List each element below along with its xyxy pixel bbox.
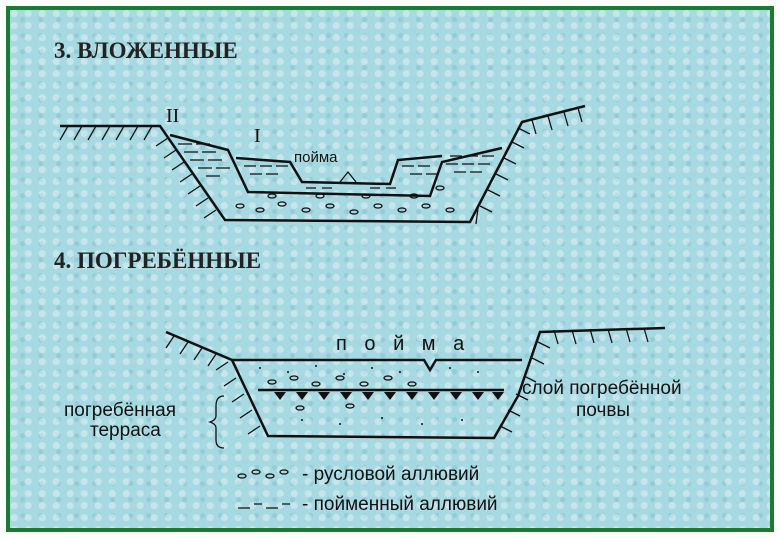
legend-channel-alluvium-symbol bbox=[237, 469, 289, 479]
terrace-2-surface bbox=[169, 133, 503, 198]
terrace-1-label: I bbox=[254, 125, 261, 147]
legend: - русловой аллювий - пойменный аллювий bbox=[237, 464, 498, 515]
channel-alluvium-pebbles bbox=[235, 185, 455, 215]
section-4-floodplain-label: п о й м а bbox=[336, 333, 470, 355]
legend-floodplain-alluvium-symbol bbox=[238, 503, 290, 509]
right-slope-hatch bbox=[479, 107, 583, 213]
legend-floodplain-alluvium: - пойменный аллювий bbox=[302, 494, 498, 515]
slide-frame: 3. ВЛОЖЕННЫЕ II I пойма bbox=[6, 6, 774, 532]
section-3-floodplain-label: пойма bbox=[294, 149, 338, 166]
buried-soil-label-line2: почвы bbox=[576, 400, 630, 421]
floodplain-stipple bbox=[259, 365, 479, 425]
floodplain-alluvium-hatch bbox=[178, 143, 494, 189]
terrace-brace bbox=[207, 395, 225, 449]
buried-soil-layer bbox=[274, 392, 504, 400]
buried-floodplain-surface bbox=[232, 358, 522, 373]
buried-channel-pebbles bbox=[267, 375, 417, 411]
buried-terrace-label-line2: терраса bbox=[90, 420, 161, 441]
left-slope-hatch-4 bbox=[165, 335, 261, 435]
section-4-title: 4. ПОГРЕБЁННЫЕ bbox=[54, 248, 261, 273]
nested-terraces-profile bbox=[59, 104, 586, 225]
terrace-1-surface bbox=[235, 154, 443, 186]
buried-terrace-label-line1: погребённая bbox=[64, 400, 176, 421]
right-slope-hatch-4 bbox=[499, 327, 649, 433]
terrace-diagram: 3. ВЛОЖЕННЫЕ II I пойма bbox=[54, 38, 682, 515]
terrace-2-label: II bbox=[166, 105, 179, 127]
valley-outline bbox=[60, 104, 586, 224]
legend-channel-alluvium: - русловой аллювий bbox=[302, 464, 479, 485]
section-3-title: 3. ВЛОЖЕННЫЕ bbox=[54, 38, 238, 63]
floodplain-channel bbox=[339, 170, 357, 183]
buried-soil-label-line1: слой погребённой bbox=[522, 378, 682, 399]
left-slope-hatch bbox=[59, 125, 217, 219]
section-3-tick bbox=[475, 207, 479, 225]
buried-terraces-profile bbox=[165, 326, 666, 449]
